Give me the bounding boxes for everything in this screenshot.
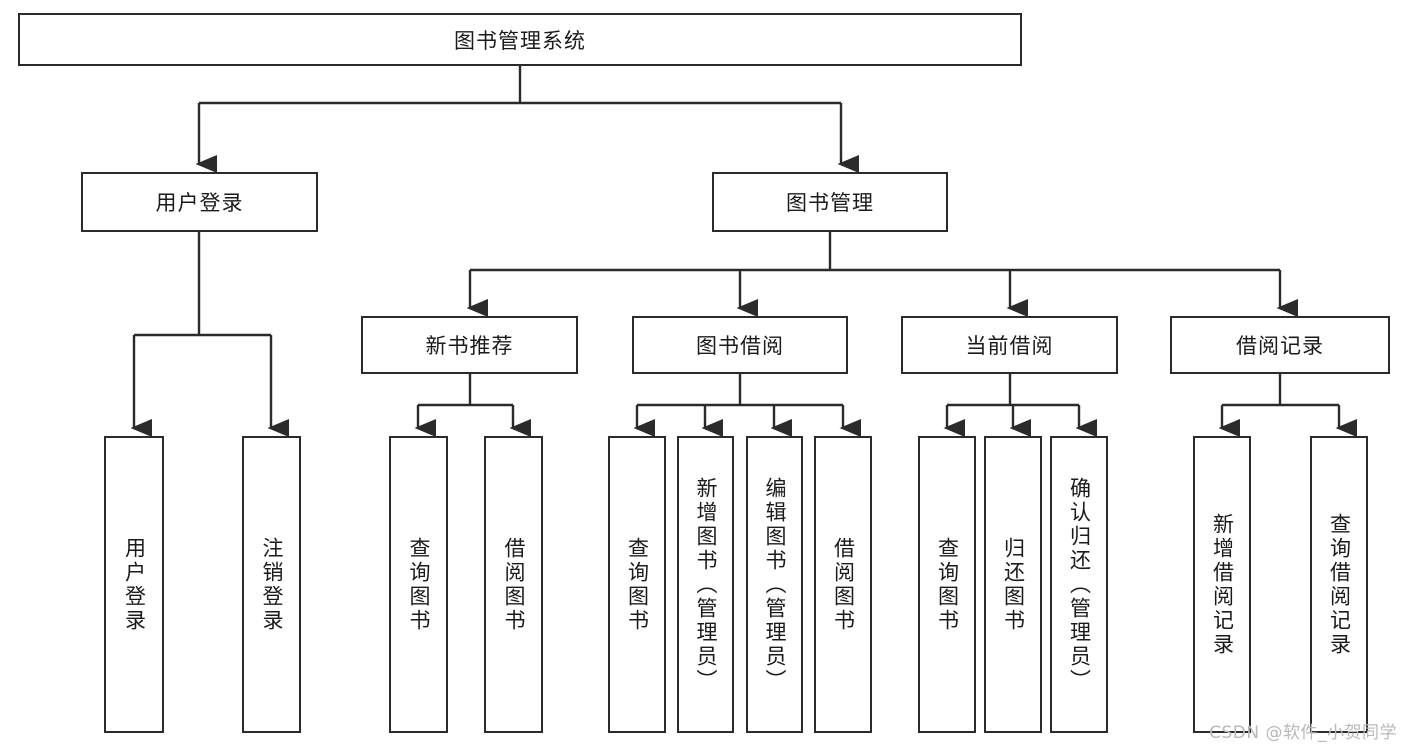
leaf-new-book-borrow-book[interactable]: 借阅图书 [484,436,543,733]
leaf-book-borrow-query-book[interactable]: 查询图书 [608,436,666,733]
node-label: 图书管理系统 [454,28,586,53]
node-label: 借阅记录 [1236,334,1324,358]
leaf-current-borrow-query-book[interactable]: 查询图书 [918,436,976,733]
node-label: 查询图书 [407,536,431,633]
leaf-user-login-login[interactable]: 用户登录 [104,436,164,733]
node-borrow-record[interactable]: 借阅记录 [1170,316,1390,374]
leaf-book-borrow-add-book[interactable]: 新增图书（管理员） [677,436,734,733]
leaf-current-borrow-return-book[interactable]: 归还图书 [984,436,1042,733]
node-label: 新增借阅记录 [1210,512,1235,657]
node-label: 当前借阅 [965,334,1054,358]
node-label: 借阅图书 [831,536,856,633]
leaf-new-book-query-book[interactable]: 查询图书 [389,436,448,733]
node-label: 归还图书 [1001,536,1026,633]
node-current-borrow[interactable]: 当前借阅 [901,316,1118,374]
node-label: 借阅图书 [502,536,526,633]
leaf-book-borrow-edit-book[interactable]: 编辑图书（管理员） [746,436,803,733]
node-label: 用户登录 [122,536,147,633]
node-label: 新书推荐 [425,334,514,358]
leaf-borrow-record-add-record[interactable]: 新增借阅记录 [1193,436,1251,733]
node-label: 查询图书 [935,536,960,633]
node-label: 查询图书 [625,536,650,633]
csdn-watermark: CSDN @软件_小贺同学 [1209,723,1397,743]
node-new-book-recommend[interactable]: 新书推荐 [361,316,578,374]
node-book-management[interactable]: 图书管理 [712,172,948,232]
node-label: 用户登录 [155,191,244,215]
leaf-borrow-record-query-record[interactable]: 查询借阅记录 [1310,436,1368,733]
node-label: 注销登录 [260,536,284,633]
node-label: 新增图书（管理员） [694,476,718,693]
node-book-borrow[interactable]: 图书借阅 [632,316,848,374]
leaf-user-login-logout[interactable]: 注销登录 [242,436,301,733]
node-root-system[interactable]: 图书管理系统 [18,13,1022,66]
node-label: 编辑图书（管理员） [763,476,787,693]
node-label: 查询借阅记录 [1327,512,1352,657]
node-label: 确认归还（管理员） [1067,476,1092,693]
node-user-login[interactable]: 用户登录 [81,172,318,232]
node-label: 图书借阅 [696,334,784,358]
leaf-book-borrow-borrow-book[interactable]: 借阅图书 [814,436,872,733]
leaf-current-borrow-confirm-return[interactable]: 确认归还（管理员） [1050,436,1108,733]
node-label: 图书管理 [786,191,874,215]
